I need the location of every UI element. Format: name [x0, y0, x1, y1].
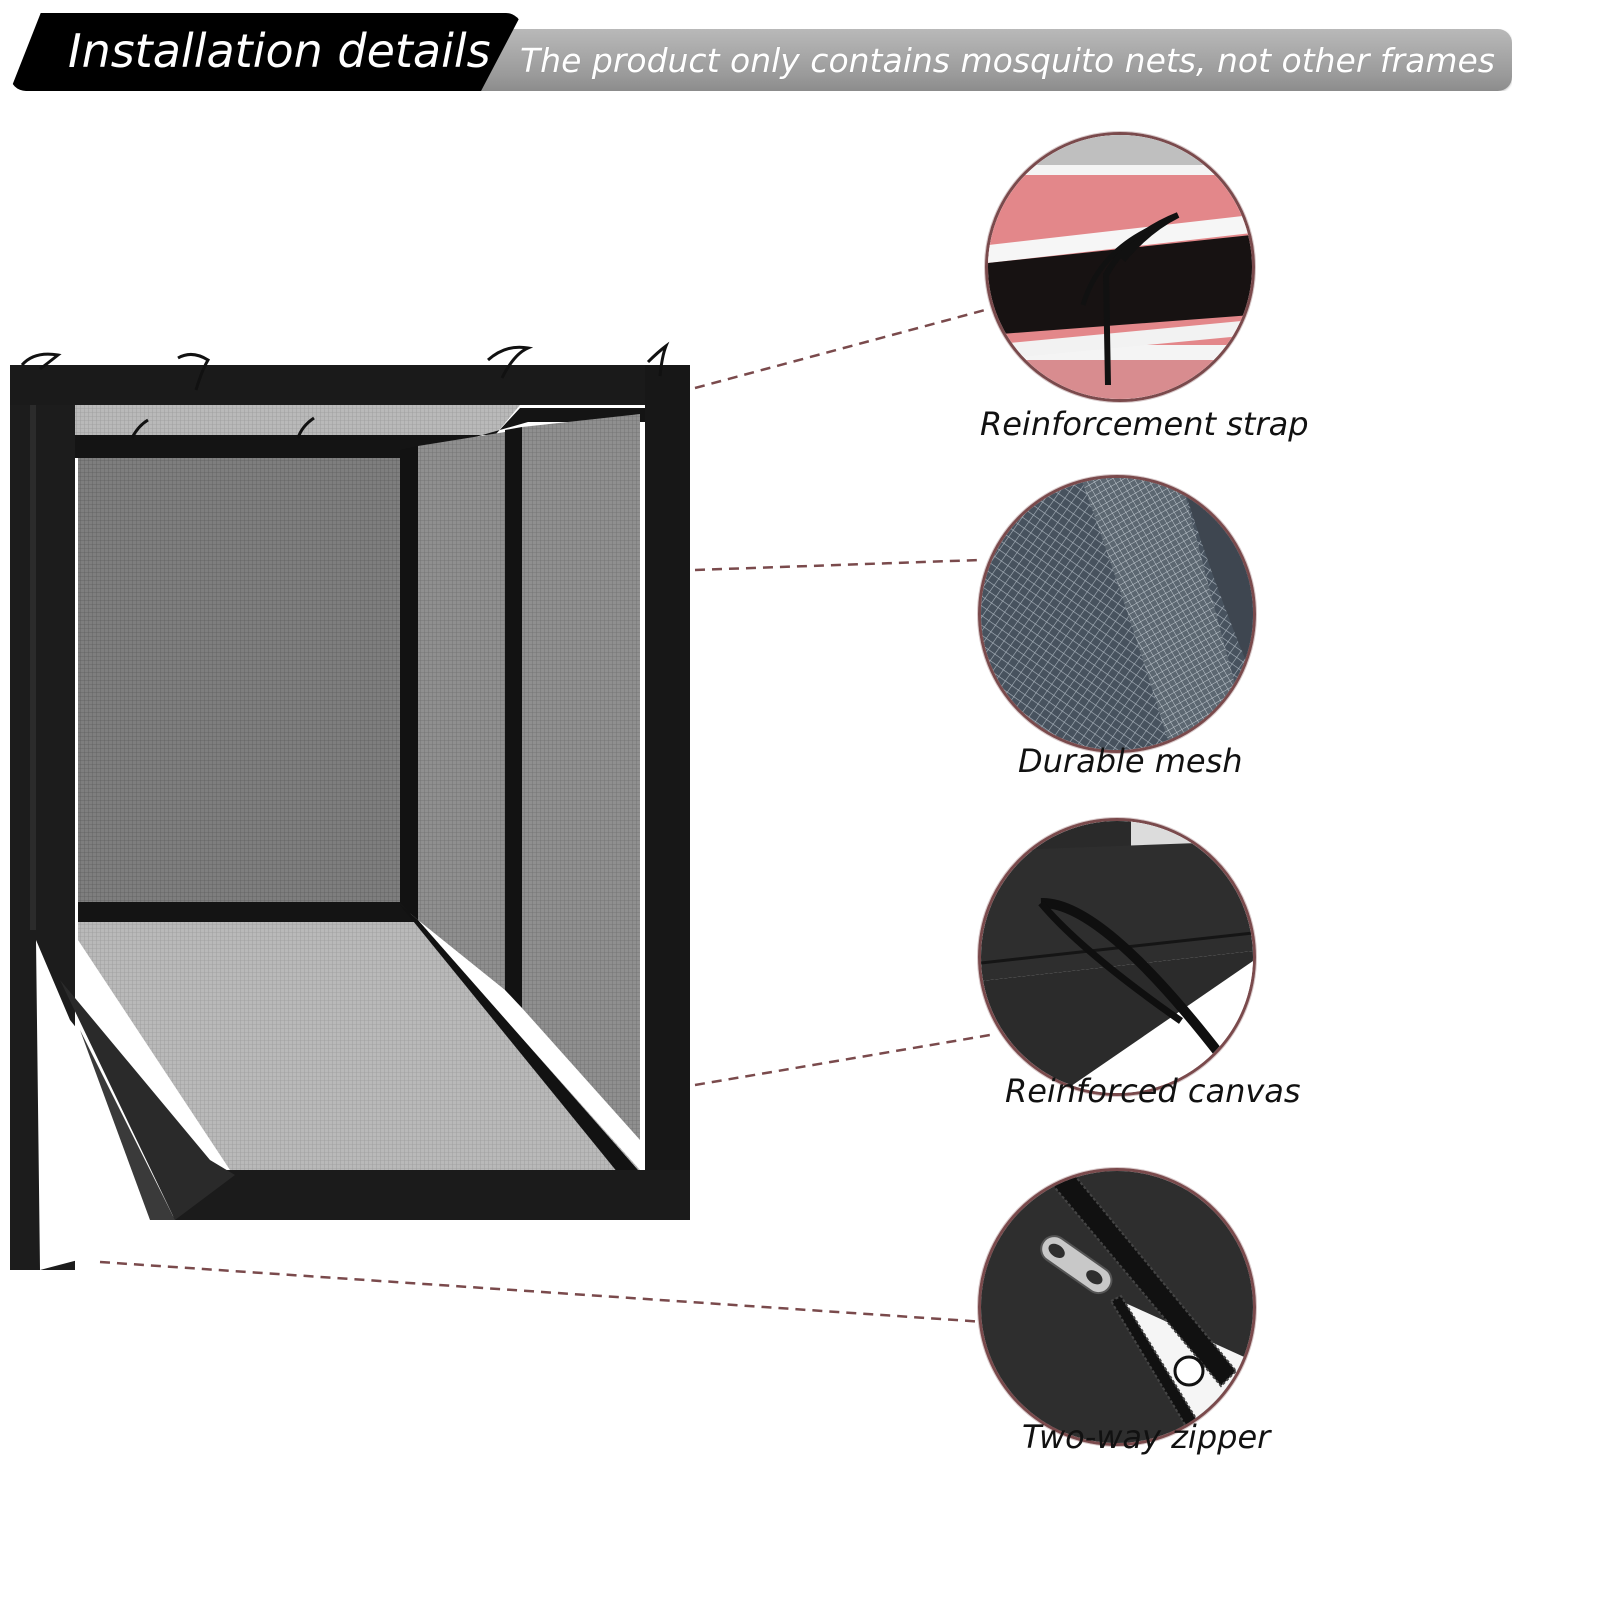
reinforced-canvas-detail	[978, 818, 1256, 1096]
strap-detail-icon	[988, 135, 1252, 399]
mosquito-net-illustration	[10, 341, 690, 1270]
reinforcement-strap-detail	[985, 132, 1255, 402]
mesh-detail-icon	[981, 478, 1253, 750]
mosquito-net-product-image	[0, 340, 700, 1270]
reinforced-canvas-label: Reinforced canvas	[1005, 1072, 1301, 1110]
two-way-zipper-detail	[978, 1168, 1256, 1446]
header-subtitle: The product only contains mosquito nets,…	[520, 41, 1495, 80]
zipper-detail-icon	[981, 1171, 1253, 1443]
header-subtitle-banner	[470, 29, 1512, 91]
canvas-detail-icon	[981, 821, 1253, 1093]
two-way-zipper-label: Two-way zipper	[1022, 1418, 1271, 1456]
reinforcement-strap-label: Reinforcement strap	[980, 405, 1309, 443]
header-title: Installation details	[68, 24, 491, 78]
durable-mesh-detail	[978, 475, 1256, 753]
header-title-banner	[10, 13, 522, 91]
durable-mesh-label: Durable mesh	[1018, 742, 1243, 780]
